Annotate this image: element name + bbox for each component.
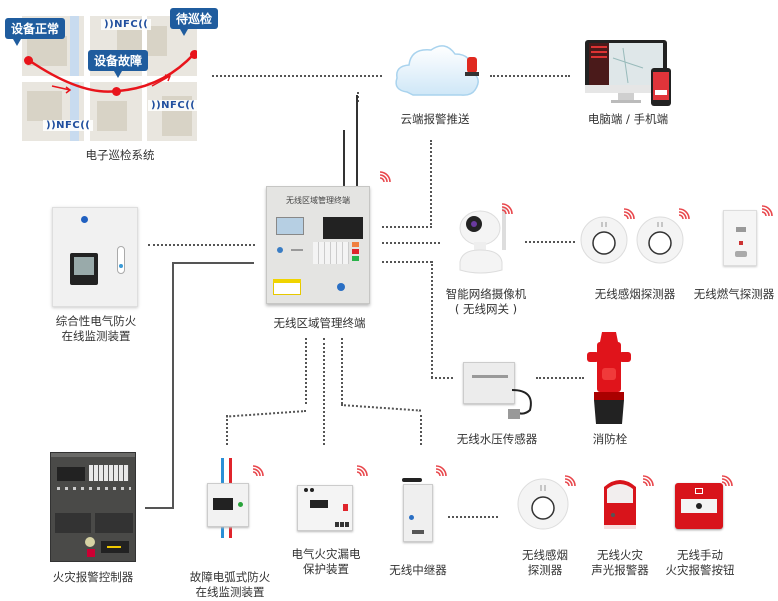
clients-label: 电脑端 / 手机端 bbox=[587, 112, 669, 126]
nfc-tag: ))NFC(( bbox=[101, 19, 152, 30]
route-point-fault bbox=[112, 87, 121, 96]
link-cloud-clients bbox=[490, 75, 570, 77]
link-patrol-cloud bbox=[212, 75, 382, 77]
wireless-signal-icon bbox=[642, 475, 654, 487]
arc-monitor-device bbox=[207, 483, 249, 527]
route-point-pending bbox=[190, 50, 197, 59]
link-down-right-v2 bbox=[420, 415, 422, 445]
terminal-device: 无线区域管理终端 bbox=[266, 186, 370, 304]
wireless-signal-icon bbox=[252, 465, 264, 477]
smoke-single-label-2: 探测器 bbox=[527, 563, 563, 577]
smoke-detector-icon bbox=[580, 216, 684, 264]
desktop-mobile-icon bbox=[585, 40, 671, 106]
smoke-detector-icon bbox=[517, 478, 569, 530]
link-down-center bbox=[323, 338, 325, 445]
link-camera-smoke bbox=[525, 241, 575, 243]
link-down-left-v1 bbox=[305, 338, 307, 404]
link-cloud-down bbox=[430, 140, 432, 225]
smoke-pair-label: 无线感烟探测器 bbox=[594, 287, 676, 301]
alarm-light-label-2: 声光报警器 bbox=[591, 563, 649, 577]
gas-detector-device bbox=[723, 210, 757, 266]
fire-controller-label: 火灾报警控制器 bbox=[52, 570, 134, 584]
electric-monitor-label-1: 综合性电气防火 bbox=[55, 314, 137, 328]
link-down-right-h bbox=[340, 404, 421, 412]
callout-fault: 设备故障 bbox=[88, 50, 149, 78]
fire-hydrant-icon bbox=[587, 332, 631, 424]
link-down-left-h bbox=[226, 410, 307, 418]
wireless-signal-icon bbox=[356, 465, 368, 477]
callout-normal: 设备正常 bbox=[5, 18, 66, 46]
electric-monitor-label-2: 在线监测装置 bbox=[61, 329, 131, 343]
wireless-signal-icon bbox=[564, 475, 576, 487]
wireless-signal-icon bbox=[501, 203, 513, 215]
terminal-antenna bbox=[343, 130, 345, 188]
sound-light-alarm-icon bbox=[604, 480, 636, 529]
link-controller-top bbox=[172, 262, 254, 264]
cloud-icon bbox=[395, 45, 479, 96]
hydrant-label: 消防栓 bbox=[592, 432, 628, 446]
link-down-left-v2 bbox=[226, 415, 228, 445]
link-terminal-pressure-h bbox=[382, 261, 432, 263]
wireless-signal-icon bbox=[678, 208, 690, 220]
nfc-tag: ))NFC(( bbox=[148, 100, 199, 111]
link-terminal-cloud bbox=[357, 92, 359, 102]
terminal-antenna bbox=[356, 95, 358, 187]
link-terminal-pressure-v bbox=[431, 261, 433, 378]
link-controller-bottom bbox=[145, 507, 174, 509]
network-camera-icon bbox=[459, 208, 506, 274]
gas-label: 无线燃气探测器 bbox=[693, 287, 775, 301]
manual-button-label-2: 火灾报警按钮 bbox=[665, 563, 735, 577]
arc-label-2: 在线监测装置 bbox=[195, 585, 265, 599]
wireless-signal-icon bbox=[379, 171, 391, 183]
wireless-signal-icon bbox=[761, 205, 773, 217]
nfc-tag: ))NFC(( bbox=[43, 120, 94, 131]
link-terminal-camera bbox=[382, 242, 440, 244]
electric-monitor-device bbox=[52, 207, 138, 307]
repeater-antenna bbox=[402, 478, 422, 482]
fire-controller-device bbox=[50, 452, 136, 562]
terminal-panel-title: 无线区域管理终端 bbox=[286, 196, 350, 205]
camera-label-1: 智能网络摄像机 bbox=[445, 287, 527, 301]
cloud-label: 云端报警推送 bbox=[400, 112, 470, 126]
wireless-signal-icon bbox=[435, 465, 447, 477]
link-pressure-hydrant bbox=[536, 377, 584, 379]
callout-pending: 待巡检 bbox=[170, 8, 219, 36]
manual-alarm-button-device bbox=[675, 483, 723, 529]
patrol-label: 电子巡检系统 bbox=[85, 148, 155, 162]
pressure-sensor-device bbox=[463, 362, 515, 404]
link-repeater-smoke bbox=[448, 516, 498, 518]
alarm-light-label-1: 无线火灾 bbox=[597, 548, 643, 562]
link-pressure-in bbox=[431, 377, 453, 379]
pressure-cable bbox=[508, 389, 532, 419]
route-point-normal bbox=[24, 56, 33, 65]
link-controller-vertical bbox=[172, 262, 174, 509]
leakage-label-2: 保护装置 bbox=[303, 562, 349, 576]
repeater-device bbox=[403, 484, 433, 542]
pressure-label: 无线水压传感器 bbox=[456, 432, 538, 446]
terminal-label: 无线区域管理终端 bbox=[273, 316, 366, 330]
smoke-single-label-1: 无线感烟 bbox=[522, 548, 568, 562]
wireless-signal-icon bbox=[623, 208, 635, 220]
link-down-right-v1 bbox=[341, 338, 343, 404]
link-cloud-terminal bbox=[382, 226, 432, 228]
leakage-label-1: 电气火灾漏电 bbox=[291, 547, 361, 561]
link-monitor-terminal bbox=[148, 244, 255, 246]
leakage-protector-device bbox=[297, 485, 353, 531]
manual-button-label-1: 无线手动 bbox=[677, 548, 723, 562]
camera-label-2: ( 无线网关 ) bbox=[454, 302, 518, 316]
repeater-label: 无线中继器 bbox=[389, 563, 447, 577]
arc-label-1: 故障电弧式防火 bbox=[189, 570, 271, 584]
wireless-signal-icon bbox=[721, 475, 733, 487]
